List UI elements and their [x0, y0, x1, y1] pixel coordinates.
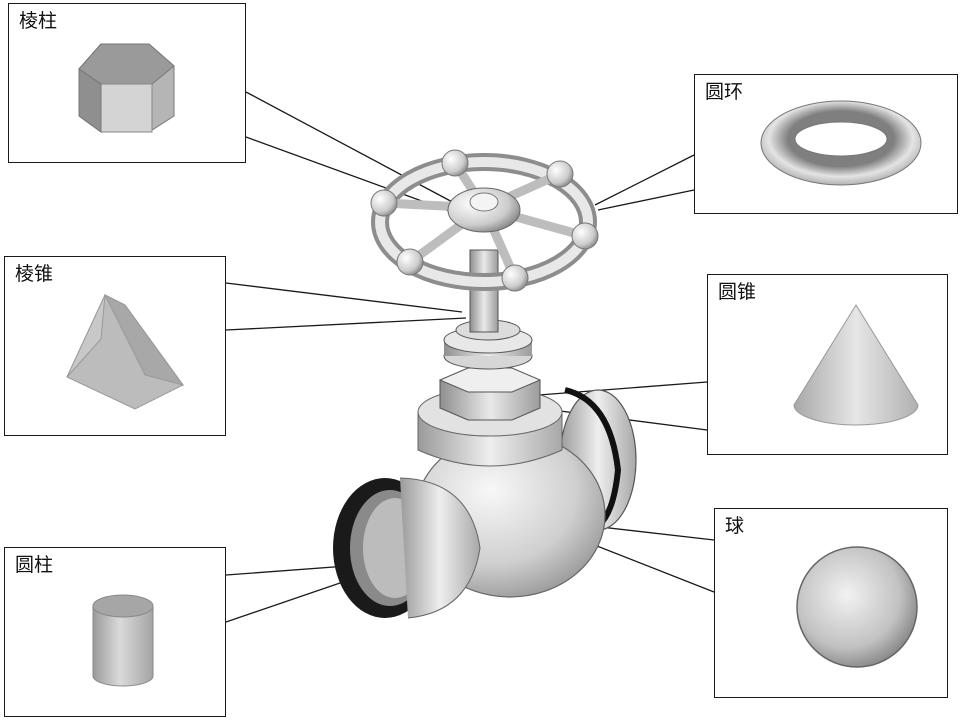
sphere-shape [796, 546, 918, 668]
cone-shape [793, 304, 919, 426]
callout-torus: 圆环 [694, 74, 958, 214]
label-cone: 圆锥 [718, 281, 757, 303]
label-sphere: 球 [725, 515, 745, 537]
handwheel [370, 149, 599, 292]
cylinder-shape [92, 594, 154, 687]
leader-prism-2 [245, 136, 453, 213]
callout-pyramid: 棱锥 [4, 256, 226, 436]
label-prism: 棱柱 [19, 10, 58, 32]
hexagonal-prism-shape [78, 43, 175, 133]
callout-cone: 圆锥 [707, 274, 948, 455]
leader-pyramid-1 [225, 282, 463, 313]
label-pyramid: 棱锥 [15, 263, 54, 285]
callout-cylinder: 圆柱 [4, 547, 226, 717]
pyramid-shape [66, 293, 185, 410]
callout-prism: 棱柱 [8, 3, 246, 163]
leader-torus-1 [594, 154, 695, 206]
torus-shape [760, 100, 922, 186]
leader-torus-2 [597, 189, 695, 211]
label-cylinder: 圆柱 [15, 554, 54, 576]
leader-prism-1 [245, 91, 459, 206]
label-torus: 圆环 [705, 81, 744, 103]
leader-pyramid-2 [225, 317, 467, 331]
valve-body [333, 249, 637, 619]
callout-sphere: 球 [714, 508, 948, 698]
